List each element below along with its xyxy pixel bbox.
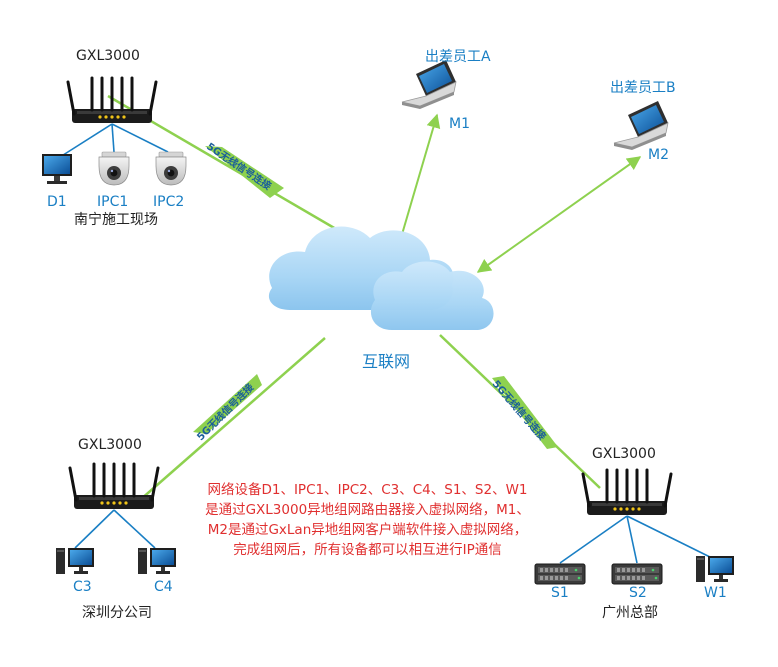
laptop-icon	[613, 100, 669, 151]
desktop-pc-icon	[696, 556, 734, 582]
router-name-guangzhou: GXL3000	[592, 446, 656, 462]
link-m1	[394, 113, 441, 250]
router-icon	[68, 462, 160, 511]
router-name-nanning: GXL3000	[76, 48, 140, 64]
device-label-ipc2: IPC2	[153, 194, 185, 210]
desktop-pc-icon	[138, 548, 176, 574]
device-label-s2: S2	[629, 585, 647, 601]
remote-id-m1: M1	[449, 116, 470, 132]
network-description-note: 网络设备D1、IPC1、IPC2、C3、C4、S1、S2、W1是通过GXL300…	[205, 482, 530, 558]
remote-title-a: 出差员工A	[425, 49, 491, 65]
link-label-guangzhou: 5G无线信号连接	[490, 377, 549, 442]
link-guangzhou-5g	[439, 334, 601, 489]
monitor-icon	[42, 154, 72, 184]
device-label-d1: D1	[47, 194, 67, 210]
cloud-icon	[268, 226, 494, 330]
site-name-shenzhen: 深圳分公司	[82, 605, 152, 621]
link-label-nanning: 5G无线信号连接	[204, 140, 274, 193]
device-label-c3: C3	[73, 579, 92, 595]
remote-id-m2: M2	[648, 147, 669, 163]
router-icon	[66, 76, 158, 125]
router-icon	[581, 468, 673, 517]
link-shenzhen-5g	[139, 337, 326, 501]
site-name-nanning: 南宁施工现场	[74, 212, 158, 228]
link-m2	[476, 156, 642, 273]
dome-camera-icon	[155, 151, 187, 186]
device-label-s1: S1	[551, 585, 569, 601]
router-name-shenzhen: GXL3000	[78, 437, 142, 453]
laptop-icon	[401, 59, 457, 110]
device-label-ipc1: IPC1	[97, 194, 129, 210]
remote-title-b: 出差员工B	[610, 80, 676, 96]
internet-label: 互联网	[362, 352, 411, 371]
server-icon	[534, 563, 586, 585]
dome-camera-icon	[98, 151, 130, 186]
site-name-guangzhou: 广州总部	[602, 605, 658, 621]
server-icon	[611, 563, 663, 585]
device-label-w1: W1	[704, 585, 727, 601]
link-label-shenzhen: 5G无线信号连接	[194, 381, 256, 443]
device-label-c4: C4	[154, 579, 173, 595]
desktop-pc-icon	[56, 548, 94, 574]
